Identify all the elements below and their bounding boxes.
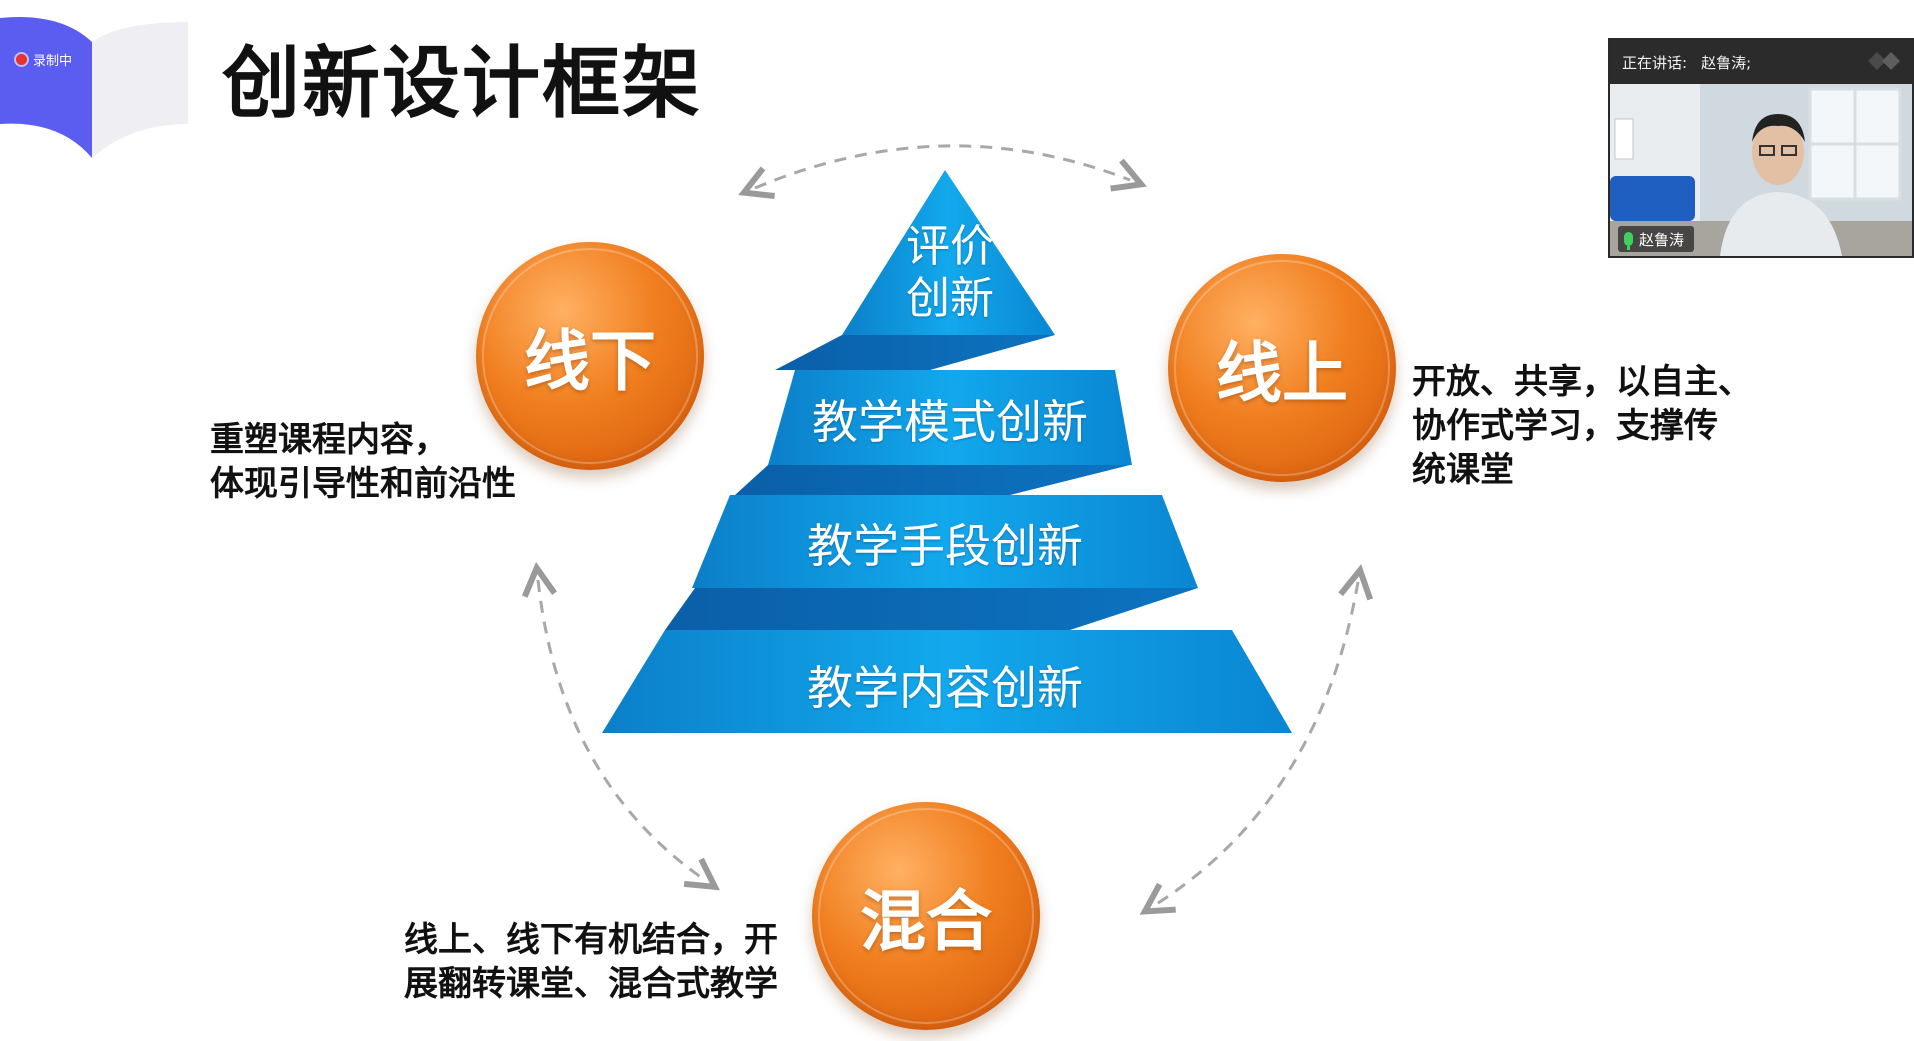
pyramid-band-3: [665, 588, 1198, 630]
speaking-name: 赵鲁涛;: [1701, 53, 1752, 72]
pyramid-tier-4: [602, 630, 1292, 733]
circle-offline-label: 线下: [524, 323, 656, 400]
meeting-logo-icon: [1868, 52, 1900, 70]
pyramid-tier-1: [842, 170, 1055, 335]
pyramid-tier-2: [768, 370, 1132, 465]
arrow-left: [538, 580, 705, 880]
circle-blended-label: 混合: [860, 883, 992, 960]
circle-blended: 混合: [812, 802, 1040, 1030]
arrow-top: [755, 144, 1130, 188]
speaking-label: 正在讲话:: [1622, 53, 1688, 72]
pyramid-tier-3: [692, 495, 1198, 588]
record-dot-icon: [16, 54, 27, 65]
pyramid-label-teaching-means: 教学手段创新: [807, 519, 1083, 573]
circle-online: 线上: [1168, 254, 1396, 482]
speaking-bar: 正在讲话: 赵鲁涛;: [1610, 40, 1912, 84]
pyramid-band-2: [735, 465, 1130, 495]
participant-name-tag: 赵鲁涛: [1618, 226, 1695, 252]
circle-online-label: 线上: [1216, 335, 1348, 412]
speaker-video-tile[interactable]: 正在讲话: 赵鲁涛; 赵鲁涛: [1608, 38, 1914, 258]
participant-name: 赵鲁涛: [1639, 230, 1685, 249]
pyramid-label-teaching-content: 教学内容创新: [807, 661, 1083, 715]
microphone-icon: [1624, 232, 1633, 250]
circle-offline: 线下: [476, 242, 704, 470]
desc-blended: 线上、线下有机结合，开 展翻转课堂、混合式教学: [404, 920, 778, 1005]
desc-online: 开放、共享，以自主、 协作式学习，支撑传 统课堂: [1412, 362, 1752, 491]
arrow-right: [1155, 582, 1358, 905]
recording-label: 录制中: [33, 54, 73, 69]
recording-indicator: 录制中: [16, 50, 72, 69]
pyramid-band-1: [775, 335, 1055, 370]
pyramid-label-teaching-mode: 教学模式创新: [812, 395, 1088, 449]
desc-offline: 重塑课程内容， 体现引导性和前沿性: [210, 420, 516, 505]
corner-decoration: [0, 17, 188, 158]
pyramid-label-evaluation: 评价 创新: [906, 221, 994, 324]
slide-title: 创新设计框架: [222, 39, 703, 129]
